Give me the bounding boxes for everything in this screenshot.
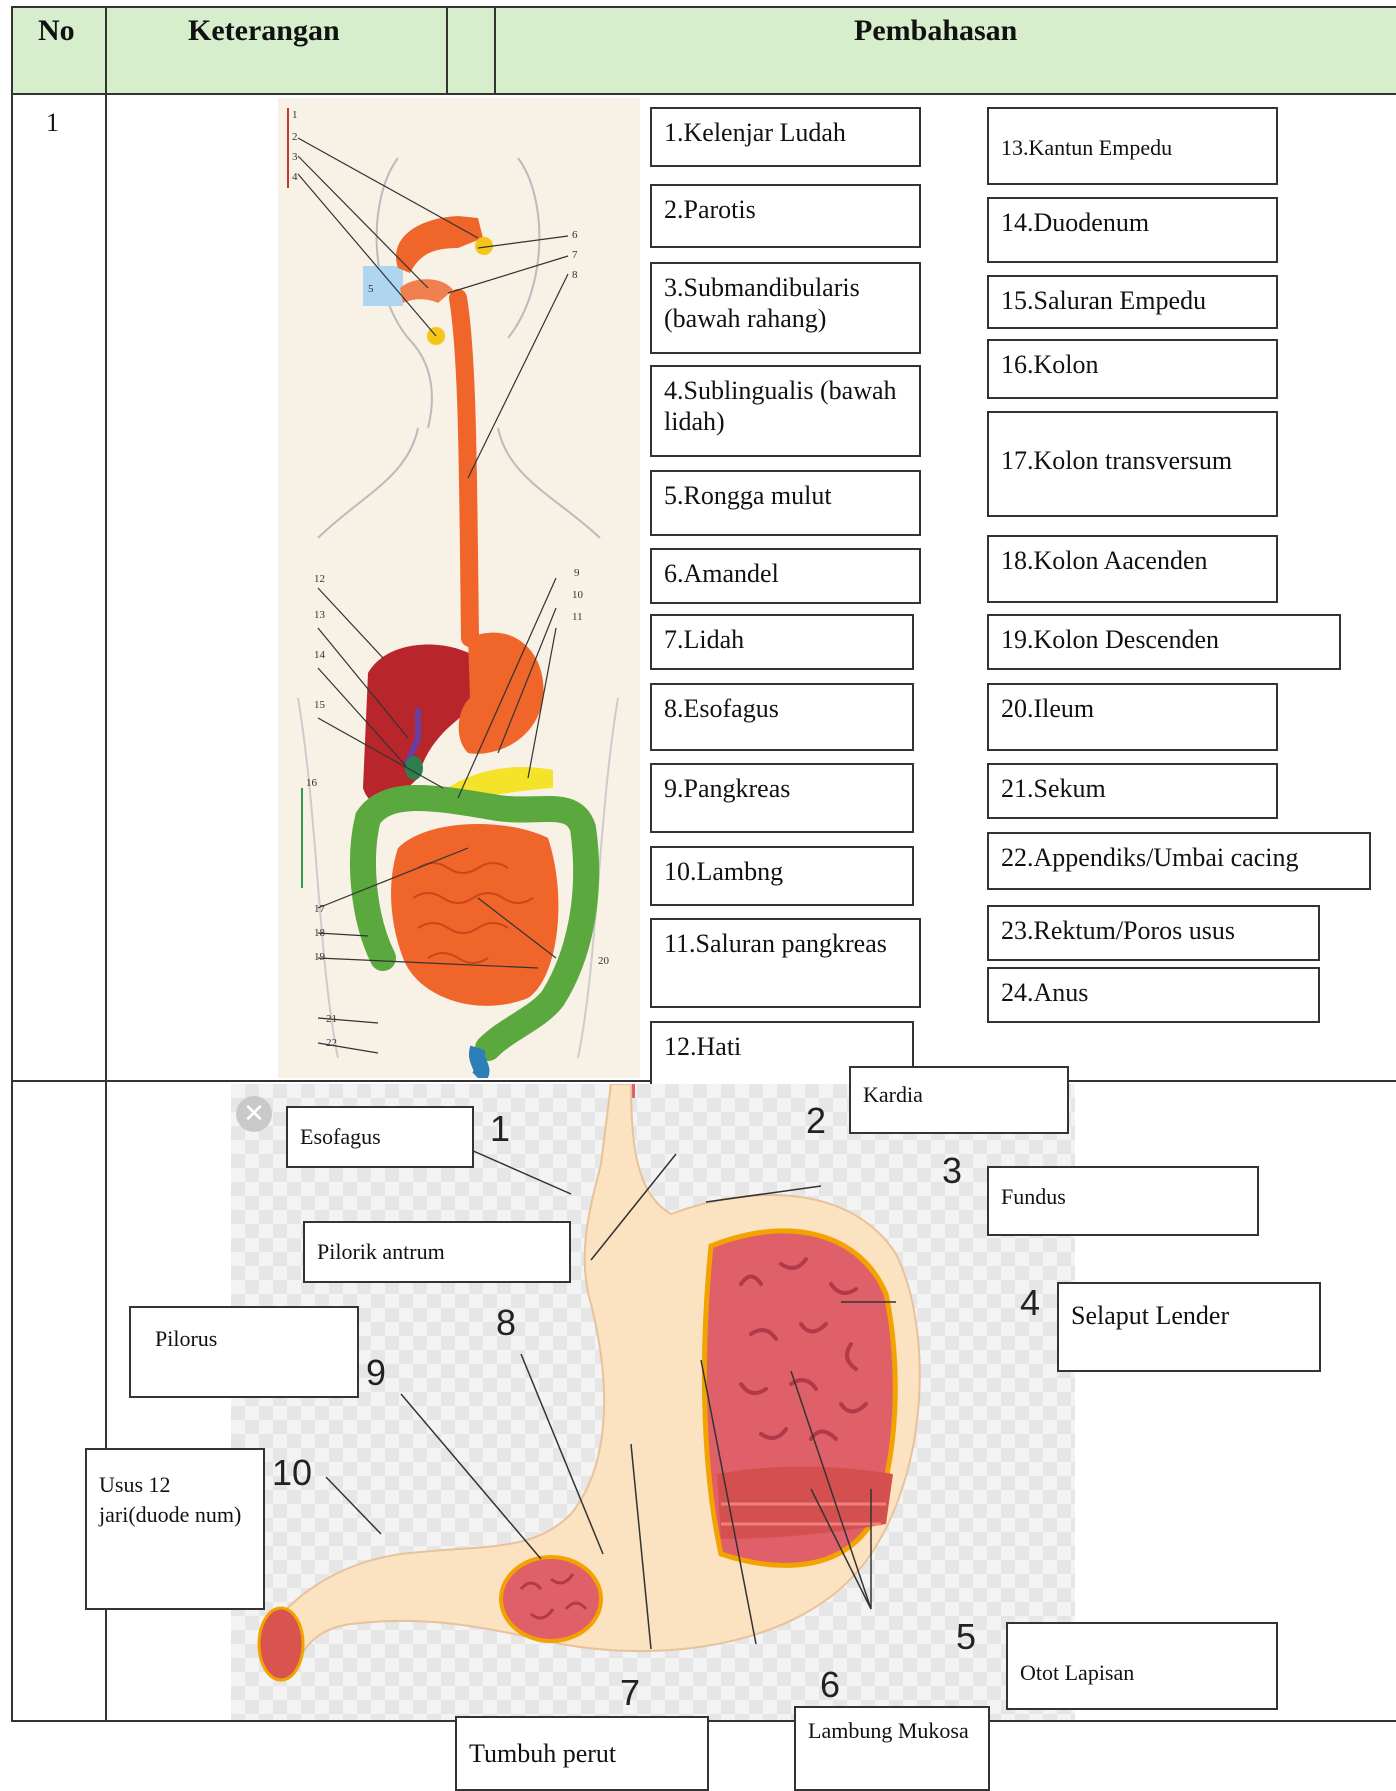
- svg-text:5: 5: [368, 283, 374, 295]
- label-otot-lapisan: Otot Lapisan: [1006, 1622, 1278, 1710]
- svg-text:17: 17: [314, 903, 326, 915]
- svg-text:21: 21: [326, 1013, 337, 1025]
- svg-text:11: 11: [572, 611, 583, 623]
- row-number: 1: [46, 108, 59, 138]
- pylorus-icon: [501, 1557, 601, 1641]
- stomach-number-10: 10: [272, 1452, 312, 1494]
- svg-text:16: 16: [306, 777, 318, 789]
- stomach-number-2: 2: [806, 1100, 826, 1142]
- svg-text:14: 14: [314, 649, 326, 661]
- digestive-label-24: 24.Anus: [987, 967, 1320, 1023]
- label-kardia: Kardia: [849, 1066, 1069, 1134]
- stomach-number-4: 4: [1020, 1282, 1040, 1324]
- svg-text:10: 10: [572, 589, 584, 601]
- svg-text:9: 9: [574, 567, 580, 579]
- svg-text:12: 12: [314, 573, 325, 585]
- svg-text:20: 20: [598, 955, 610, 967]
- header-keterangan: Keterangan: [188, 14, 340, 48]
- digestive-label-14: 14.Duodenum: [987, 197, 1278, 263]
- digestive-label-16: 16.Kolon: [987, 339, 1278, 399]
- digestive-label-17: 17.Kolon transversum: [987, 411, 1278, 517]
- digestive-label-9: 9.Pangkreas: [650, 763, 914, 833]
- svg-text:7: 7: [572, 249, 578, 261]
- stomach-number-9: 9: [366, 1352, 386, 1394]
- label-pilorik-antrum: Pilorik antrum: [303, 1221, 571, 1283]
- digestive-label-11: 11.Saluran pangkreas: [650, 918, 921, 1008]
- svg-text:1: 1: [292, 109, 298, 121]
- digestive-label-8: 8.Esofagus: [650, 683, 914, 751]
- stomach-number-3: 3: [942, 1150, 962, 1192]
- digestive-label-18: 18.Kolon Aacenden: [987, 535, 1278, 603]
- svg-text:4: 4: [292, 171, 298, 183]
- svg-text:13: 13: [314, 609, 326, 621]
- label-usus-12-jari: Usus 12 jari(duode num): [85, 1448, 265, 1610]
- digestive-label-4: 4.Sublingualis (bawah lidah): [650, 365, 921, 457]
- stomach-number-5: 5: [956, 1616, 976, 1658]
- svg-text:15: 15: [314, 699, 326, 711]
- digestive-label-20: 20.Ileum: [987, 683, 1278, 751]
- svg-text:8: 8: [572, 269, 578, 281]
- digestive-label-10: 10.Lambng: [650, 846, 914, 906]
- header-no: No: [38, 14, 75, 48]
- svg-text:2: 2: [292, 131, 298, 143]
- header-pembahasan: Pembahasan: [854, 14, 1017, 48]
- digestive-label-23: 23.Rektum/Poros usus: [987, 905, 1320, 961]
- stomach-number-6: 6: [820, 1664, 840, 1706]
- label-lambung-mukosa: Lambung Mukosa: [794, 1706, 990, 1791]
- digestive-label-21: 21.Sekum: [987, 763, 1278, 819]
- stomach-number-1: 1: [490, 1108, 510, 1150]
- svg-text:19: 19: [314, 951, 326, 963]
- table-border-left: [11, 6, 13, 1721]
- digestive-label-1: 1.Kelenjar Ludah: [650, 107, 921, 167]
- digestive-label-6: 6.Amandel: [650, 548, 921, 604]
- label-esofagus: Esofagus: [286, 1106, 474, 1168]
- label-tumbuh-perut: Tumbuh perut: [455, 1716, 709, 1791]
- svg-text:3: 3: [292, 151, 298, 163]
- digestive-label-7: 7.Lidah: [650, 614, 914, 670]
- svg-text:6: 6: [572, 229, 578, 241]
- label-selaput-lender: Selaput Lender: [1057, 1282, 1321, 1372]
- label-fundus: Fundus: [987, 1166, 1259, 1236]
- svg-text:22: 22: [326, 1037, 337, 1049]
- digestive-label-3: 3.Submandibularis (bawah rahang): [650, 262, 921, 354]
- digestive-label-22: 22.Appendiks/Umbai cacing: [987, 832, 1371, 890]
- digestive-label-5: 5.Rongga mulut: [650, 470, 921, 536]
- stomach-number-7: 7: [620, 1672, 640, 1714]
- label-pilorus: Pilorus: [129, 1306, 359, 1398]
- rectum-icon: [477, 1048, 482, 1078]
- svg-text:18: 18: [314, 927, 326, 939]
- digestive-label-2: 2.Parotis: [650, 184, 921, 248]
- stomach-number-8: 8: [496, 1302, 516, 1344]
- digestive-label-15: 15.Saluran Empedu: [987, 275, 1278, 329]
- digestive-label-13: 13.Kantun Empedu: [987, 107, 1278, 185]
- column-divider-header-a: [446, 6, 448, 95]
- column-divider-header-b: [494, 6, 496, 95]
- duodenum-opening-icon: [259, 1608, 303, 1680]
- digestive-label-19: 19.Kolon Descenden: [987, 614, 1341, 670]
- small-intestine-icon: [391, 824, 558, 1006]
